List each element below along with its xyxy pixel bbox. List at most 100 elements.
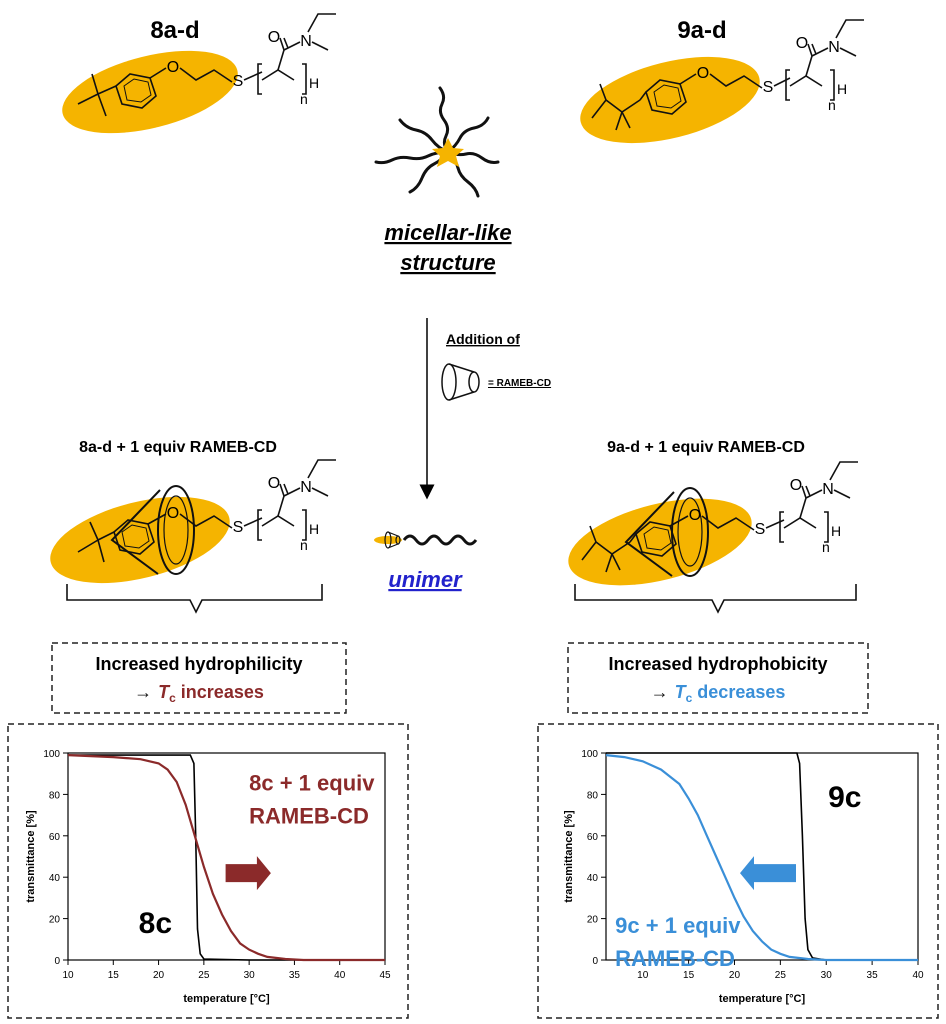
unimer-label: unimer [388, 567, 463, 592]
y-tick-label-right: 100 [581, 749, 598, 760]
effect-box-left [51, 642, 347, 714]
atom-o-amide-complex-8: O [268, 475, 280, 492]
subscript-n-9: n [828, 97, 836, 113]
label-9a-d: 9a-d [677, 17, 726, 44]
atom-h-complex-9: H [831, 523, 841, 539]
brace-right [574, 584, 857, 614]
y-tick-label-left: 60 [49, 832, 61, 843]
t-symbol-right: T [675, 682, 688, 702]
x-tick-label-left: 35 [289, 970, 301, 981]
annotation-right-1: 9c + 1 equiv [615, 913, 741, 938]
x-axis-label-right: temperature [°C] [719, 993, 806, 1005]
t-symbol-left: T [158, 682, 171, 702]
complex-9-label: 9a-d + 1 equiv RAMEB-CD [607, 439, 805, 456]
micelle-illustration [374, 86, 500, 198]
annotation-left-1: RAMEB-CD [249, 803, 369, 828]
x-tick-label-left: 15 [108, 970, 120, 981]
micelle-core-star [432, 138, 464, 167]
x-tick-label-left: 20 [153, 970, 165, 981]
complex-9: 9a-d + 1 equiv RAMEB-CD O S O N H n [568, 439, 858, 614]
annotation-left-0: 8c + 1 equiv [249, 770, 375, 795]
shift-arrow-left [225, 856, 271, 891]
annotation-right-2: RAMEB-CD [615, 946, 735, 971]
effect-left-line2: →Tc increases [134, 682, 264, 705]
t-subscript-left: c [169, 691, 176, 705]
y-tick-label-right: 60 [587, 832, 599, 843]
x-tick-label-left: 30 [244, 970, 256, 981]
subscript-n-8: n [300, 91, 308, 107]
atom-h-9: H [837, 81, 847, 97]
t-subscript-right: c [686, 691, 693, 705]
y-tick-label-right: 40 [587, 873, 599, 884]
complex-8-label: 8a-d + 1 equiv RAMEB-CD [79, 439, 277, 456]
atom-s-9: S [763, 79, 774, 96]
x-tick-label-left: 45 [379, 970, 391, 981]
micelle-label-line1: micellar-like [384, 220, 511, 245]
y-tick-label-right: 20 [587, 915, 599, 926]
rameb-legend-label: = RAMEB-CD [488, 378, 551, 389]
arrow-glyph-right: → [651, 682, 669, 702]
x-tick-label-right: 10 [637, 970, 649, 981]
molecule-9: 9a-d O S O N H n [580, 17, 864, 144]
annotation-left-2: 8c [139, 907, 172, 940]
y-tick-label-left: 40 [49, 873, 61, 884]
chart-frame-right [537, 723, 939, 1019]
series-line-left-1 [67, 754, 385, 962]
atom-h-8: H [309, 75, 319, 91]
hydrophobic-ellipse-complex-9 [568, 498, 752, 586]
hydrophobic-ellipse-9 [580, 56, 760, 144]
effect-right-line2: → Tc decreases [651, 682, 786, 705]
cyclodextrin-legend-icon [441, 363, 480, 401]
hydrophobic-ellipse-complex-8 [50, 496, 230, 584]
brace-left [66, 584, 323, 614]
complex-8: 8a-d + 1 equiv RAMEB-CD O S O N H n [50, 439, 336, 614]
x-axis-label-left: temperature [°C] [183, 993, 270, 1005]
atom-o-amide-complex-9: O [790, 477, 802, 494]
y-tick-label-right: 0 [592, 956, 598, 967]
x-tick-label-right: 30 [821, 970, 833, 981]
atom-s-complex-9: S [755, 521, 766, 538]
effect-right-line1: Increased hydrophobicity [608, 654, 827, 674]
x-tick-label-left: 40 [334, 970, 346, 981]
atom-o-8: O [167, 59, 179, 76]
y-axis-label-right: transmittance [%] [563, 810, 575, 903]
addition-of-label: Addition of [446, 331, 520, 347]
atom-n-complex-9: N [822, 481, 834, 498]
x-tick-label-right: 40 [912, 970, 924, 981]
series-line-left-0 [68, 754, 385, 961]
atom-n-8: N [300, 33, 312, 50]
effect-left-line1: Increased hydrophilicity [95, 654, 302, 674]
y-axis-label-left: transmittance [%] [25, 810, 37, 903]
x-tick-label-left: 25 [198, 970, 210, 981]
atom-s-8: S [233, 73, 244, 90]
y-tick-label-left: 20 [49, 915, 61, 926]
arrow-glyph-left: → [134, 682, 152, 702]
x-tick-label-right: 15 [683, 970, 695, 981]
unimer-illustration [374, 531, 478, 549]
atom-n-9: N [828, 39, 840, 56]
effect-box-right [567, 642, 869, 714]
y-tick-label-left: 100 [43, 749, 60, 760]
molecule-8: 8a-d O S O N H n [62, 13, 336, 134]
atom-o-complex-8: O [167, 505, 179, 522]
x-tick-label-right: 25 [775, 970, 787, 981]
atom-o-amide-8: O [268, 29, 280, 46]
x-tick-label-right: 35 [867, 970, 879, 981]
label-8a-d: 8a-d [150, 17, 199, 44]
atom-o-complex-9: O [689, 507, 701, 524]
effect-right-word: decreases [692, 682, 785, 702]
atom-n-complex-8: N [300, 479, 312, 496]
y-tick-label-left: 80 [49, 790, 61, 801]
chart-frame-left [7, 723, 409, 1019]
y-tick-label-right: 80 [587, 790, 599, 801]
subscript-n-complex-9: n [822, 539, 830, 555]
series-line-right-1 [605, 754, 918, 962]
micelle-label-line2: structure [400, 250, 495, 275]
atom-o-amide-9: O [796, 35, 808, 52]
atom-h-complex-8: H [309, 521, 319, 537]
subscript-n-complex-8: n [300, 537, 308, 553]
atom-o-9: O [697, 65, 709, 82]
